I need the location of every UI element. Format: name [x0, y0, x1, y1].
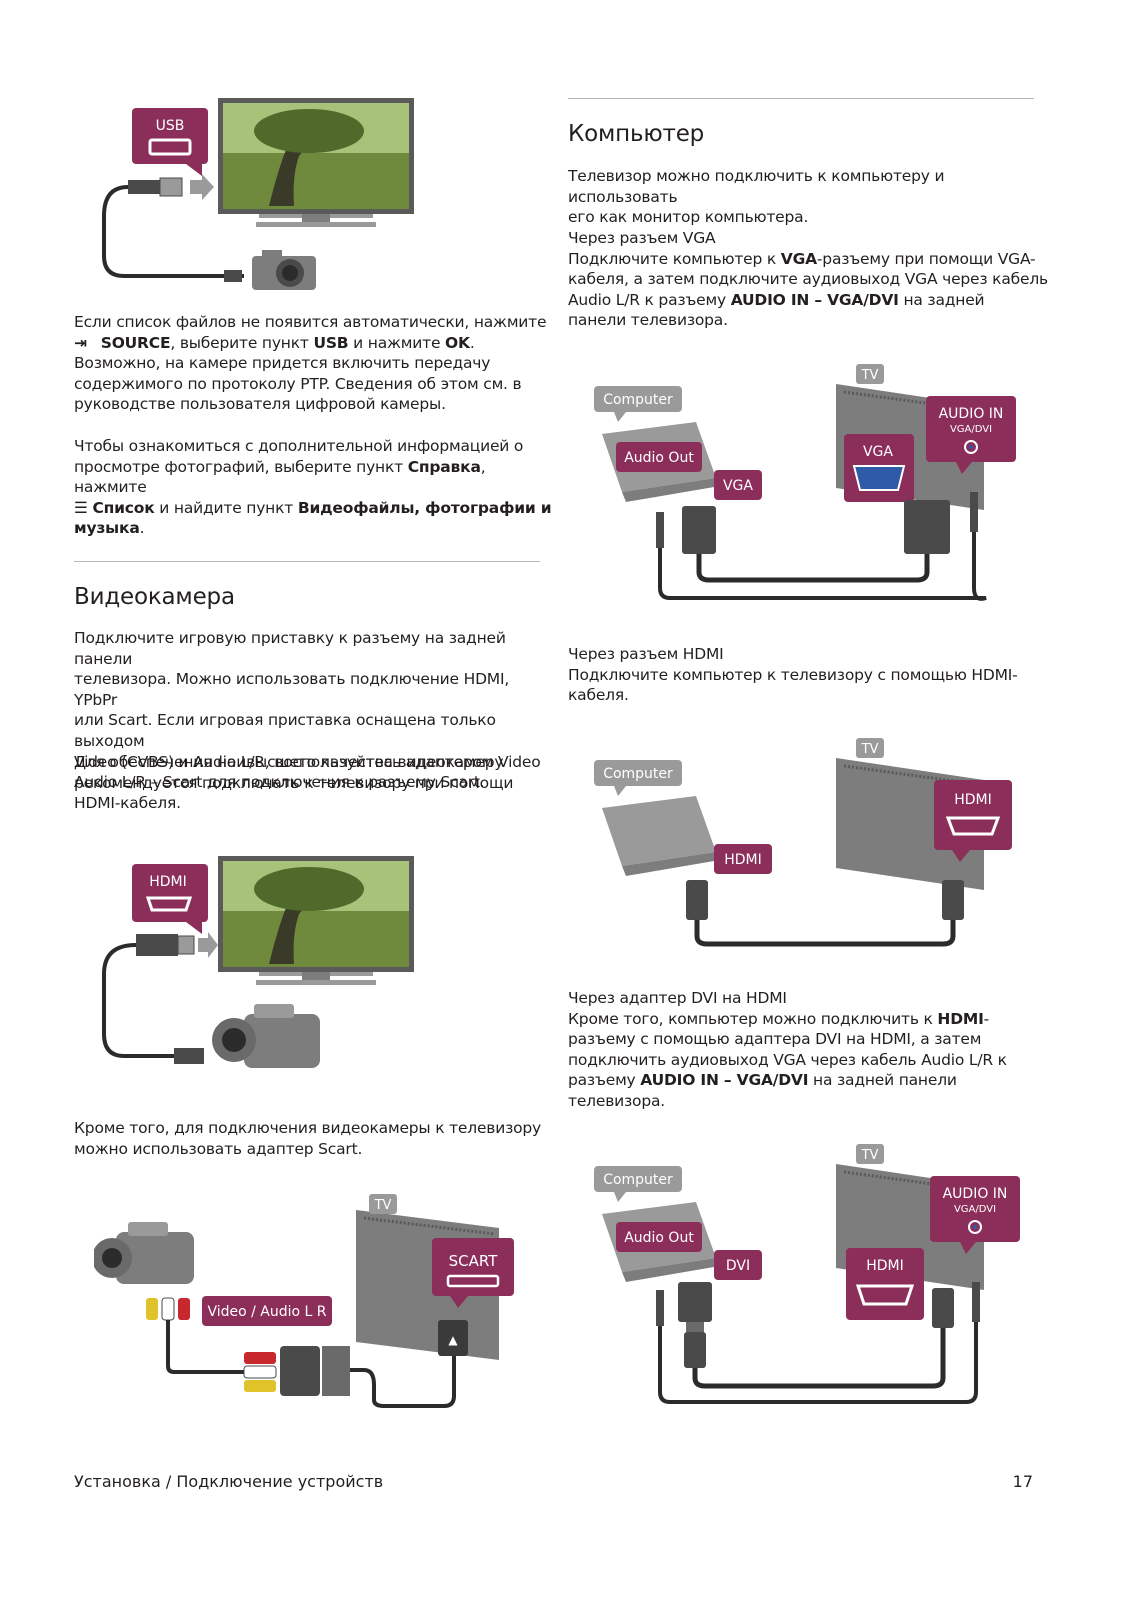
scart-plug-arrow-icon: ▲: [448, 1333, 458, 1347]
page-number: 17: [1012, 1472, 1033, 1491]
hdmi-section-text: Через разъем HDMI Подключите компьютер к…: [568, 644, 1048, 706]
vga-in-label: VGA: [863, 444, 893, 460]
scart-camcorder-connection-diagram: TV SCART ▲ Video / Audio L R: [94, 1194, 514, 1408]
vga-subtitle: Через разъем VGA: [568, 229, 716, 247]
camcorder-title: Видеокамера: [74, 584, 235, 610]
vga-audio-in-sub-label: VGA/DVI: [950, 424, 992, 435]
usb-camera-connection-diagram: USB: [102, 98, 414, 290]
usb-paragraph: Если список файлов не появится автоматич…: [74, 313, 547, 414]
computer-title: Компьютер: [568, 121, 705, 147]
dvi-out-label: DVI: [726, 1258, 750, 1274]
dvi-hdmi-in-label: HDMI: [866, 1258, 904, 1274]
usb-tag-label: USB: [156, 118, 185, 134]
vga-connection-diagram: TV Computer Audio Out VGA VGA AUDIO IN V…: [594, 364, 1016, 601]
dvi-hdmi-connection-diagram: TV Computer Audio Out DVI HDMI AUDIO IN …: [594, 1144, 1020, 1404]
vga-section-text: Через разъем VGA Подключите компьютер к …: [568, 229, 1048, 330]
dvi-section-text: Через адаптер DVI на HDMI Кроме того, ко…: [568, 988, 1048, 1112]
scart-tag-label: SCART: [449, 1252, 499, 1270]
footer-breadcrumb: Установка / Подключение устройств: [74, 1472, 384, 1491]
dvi-audio-out-label: Audio Out: [624, 1230, 694, 1246]
dvi-audio-in-sub-label: VGA/DVI: [954, 1204, 996, 1215]
hdmi-subtitle: Через разъем HDMI: [568, 645, 724, 663]
help-paragraph: Чтобы ознакомиться с дополнительной инфо…: [74, 437, 552, 538]
vga-audio-out-label: Audio Out: [624, 450, 694, 466]
vga-audio-in-label: AUDIO IN: [939, 406, 1004, 422]
source-icon: ⇥: [74, 333, 87, 352]
camcorder-paragraph-1: Подключите игровую приставку к разъему н…: [74, 629, 541, 792]
dvi-audio-in-label: AUDIO IN: [943, 1186, 1008, 1202]
video-audio-tag-label: Video / Audio L R: [207, 1304, 326, 1320]
hdmi-out-label: HDMI: [724, 852, 762, 868]
hdmi-computer-connection-diagram: TV Computer HDMI HDMI: [594, 738, 1012, 947]
camcorder-paragraph-3: Кроме того, для подключения видеокамеры …: [74, 1119, 542, 1158]
section-divider-left: [74, 561, 540, 562]
vga-out-label: VGA: [723, 478, 753, 494]
hdmi-in-label: HDMI: [954, 792, 992, 808]
computer-intro: Телевизор можно подключить к компьютеру …: [568, 167, 945, 227]
list-icon: ☰: [74, 498, 88, 517]
vga-tv-label: TV: [861, 368, 879, 383]
hdmi-computer-label: Computer: [603, 766, 673, 782]
dvi-tv-label: TV: [861, 1148, 879, 1163]
dvi-subtitle: Через адаптер DVI на HDMI: [568, 989, 787, 1007]
scart-tv-label: TV: [374, 1198, 392, 1213]
hdmi-camcorder-connection-diagram: HDMI: [102, 856, 414, 1068]
vga-computer-label: Computer: [603, 392, 673, 408]
camcorder-paragraph-2: Для обеспечения наивысшего качества виде…: [74, 753, 514, 813]
section-divider-right: [568, 98, 1034, 99]
hdmi-tag-label: HDMI: [149, 874, 187, 890]
hdmi-tv-label: TV: [861, 742, 879, 757]
dvi-computer-label: Computer: [603, 1172, 673, 1188]
